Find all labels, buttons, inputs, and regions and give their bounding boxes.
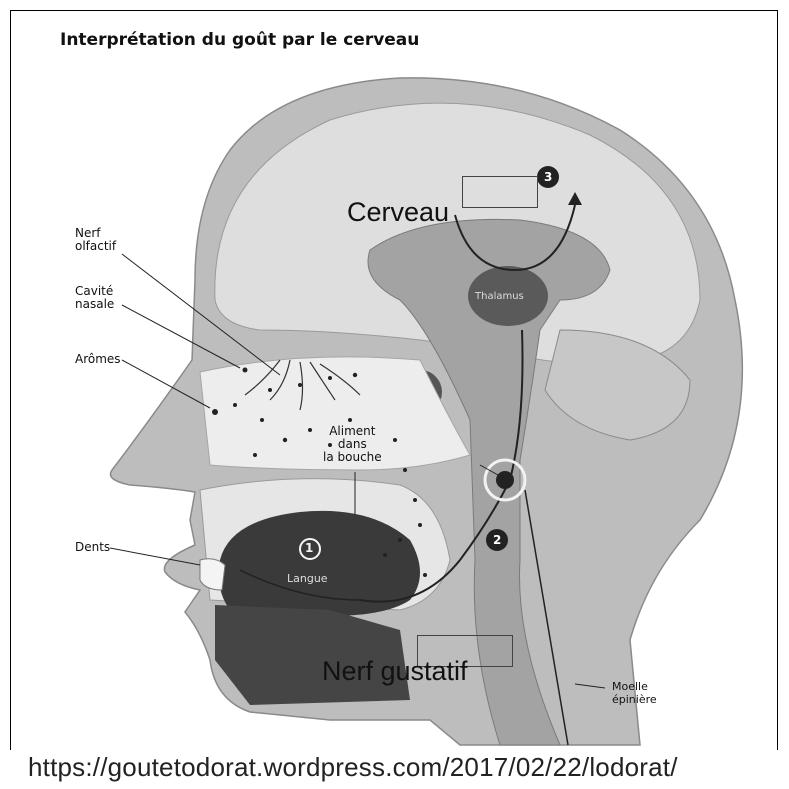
marker-3: 3 — [544, 171, 552, 184]
overlay-box-top — [462, 176, 538, 208]
teeth — [200, 559, 225, 590]
label-aromes: Arômes — [75, 353, 121, 366]
marker-2: 2 — [493, 534, 501, 547]
label-dents: Dents — [75, 541, 110, 554]
label-thalamus: Thalamus — [475, 290, 524, 303]
source-url: https://goutetodorat.wordpress.com/2017/… — [28, 752, 678, 783]
overlay-cerveau: Cerveau — [347, 197, 449, 228]
marker-1: 1 — [305, 542, 313, 555]
label-nerf-olfactif: Nerf olfactif — [75, 227, 116, 253]
overlay-nerf-gustatif: Nerf gustatif — [322, 656, 468, 687]
label-moelle: Moelle épinière — [612, 680, 657, 706]
ganglion — [496, 471, 514, 489]
label-aliment: Aliment dans la bouche — [323, 425, 382, 464]
label-langue: Langue — [287, 572, 328, 585]
label-cavite-nasale: Cavité nasale — [75, 285, 114, 311]
